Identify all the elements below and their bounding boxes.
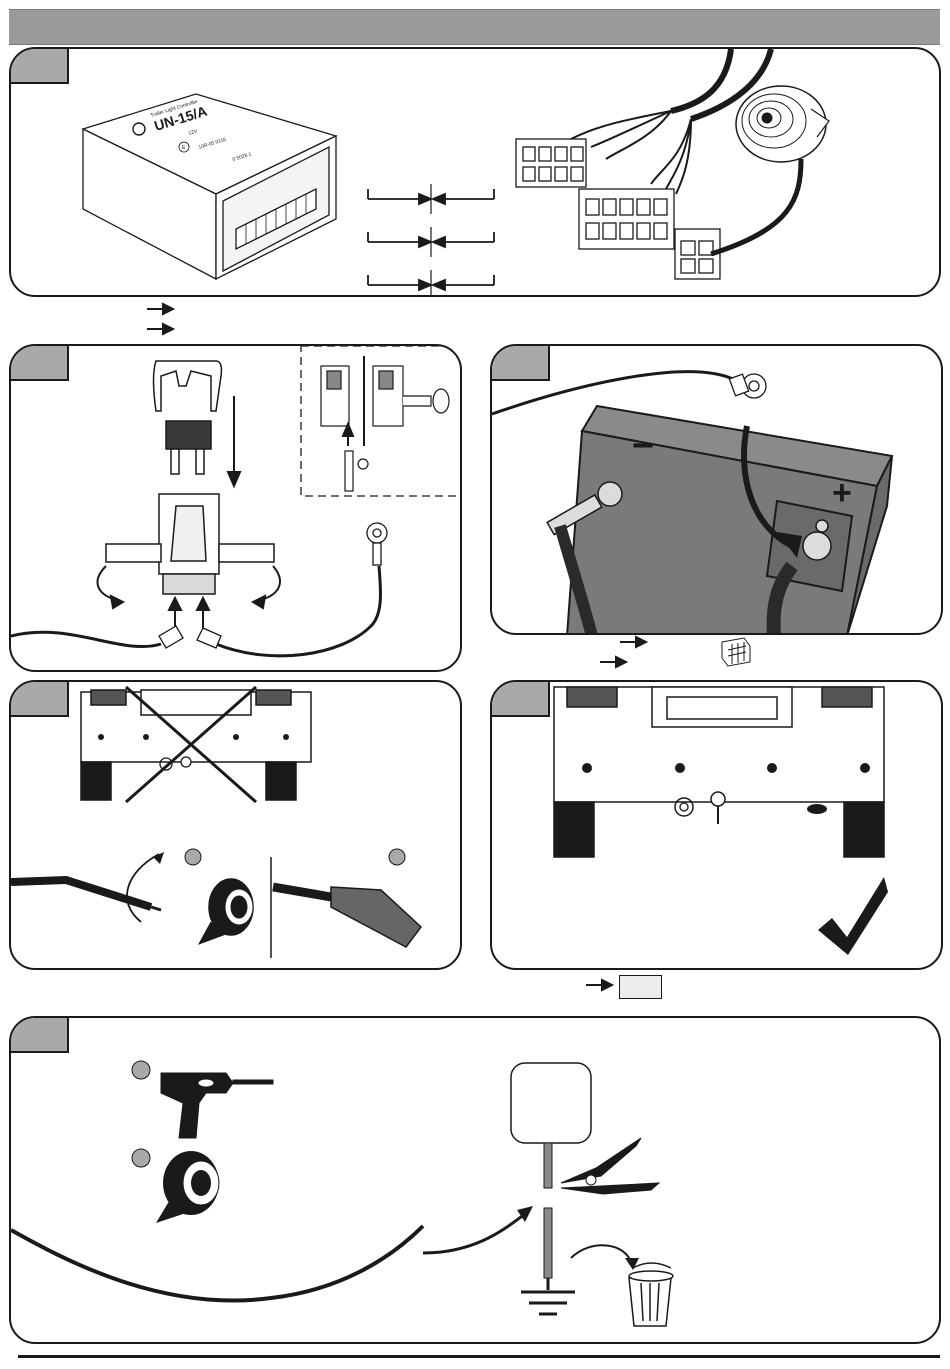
buzzer-icon: [736, 86, 829, 162]
grounding-illustration: [11, 1018, 939, 1342]
connection-arrows: [368, 184, 494, 295]
tape-icon: [156, 1151, 219, 1223]
arrow-right-icon: [598, 633, 650, 673]
battery-plus-sign: +: [832, 474, 852, 512]
panel-module-overview: Trailer Light Controller UN-15/A 12V E 1…: [9, 47, 941, 297]
car-correct-illustration: [492, 682, 941, 968]
ground-icon: [521, 1278, 575, 1314]
panel-battery: − +: [490, 344, 943, 635]
arrow-right-icon: [584, 976, 616, 996]
panel-correct-wiring: [490, 680, 943, 970]
module-illustration: Trailer Light Controller UN-15/A 12V E 1…: [11, 49, 939, 295]
battery-minus-sign: −: [632, 425, 654, 467]
connector-icon: [516, 139, 720, 279]
battery-illustration: − +: [492, 346, 941, 633]
connector-icon: [718, 636, 754, 668]
drill-icon: [161, 1073, 273, 1138]
reference-box: [619, 975, 662, 999]
bottom-rule: [18, 1355, 940, 1358]
fuse-illustration: [11, 346, 460, 670]
tape-icon: [199, 879, 253, 944]
checkmark-icon: [818, 877, 888, 955]
pliers-icon: [561, 1138, 659, 1194]
car-wrong-illustration: [11, 682, 460, 968]
panel-grounding: [9, 1016, 941, 1344]
header-bar: [9, 9, 940, 45]
panel-wrong-wiring: [9, 680, 462, 970]
panel-fuse-holder: [9, 344, 462, 672]
arrow-right-icon: [145, 300, 177, 340]
trash-icon: [629, 1263, 673, 1326]
